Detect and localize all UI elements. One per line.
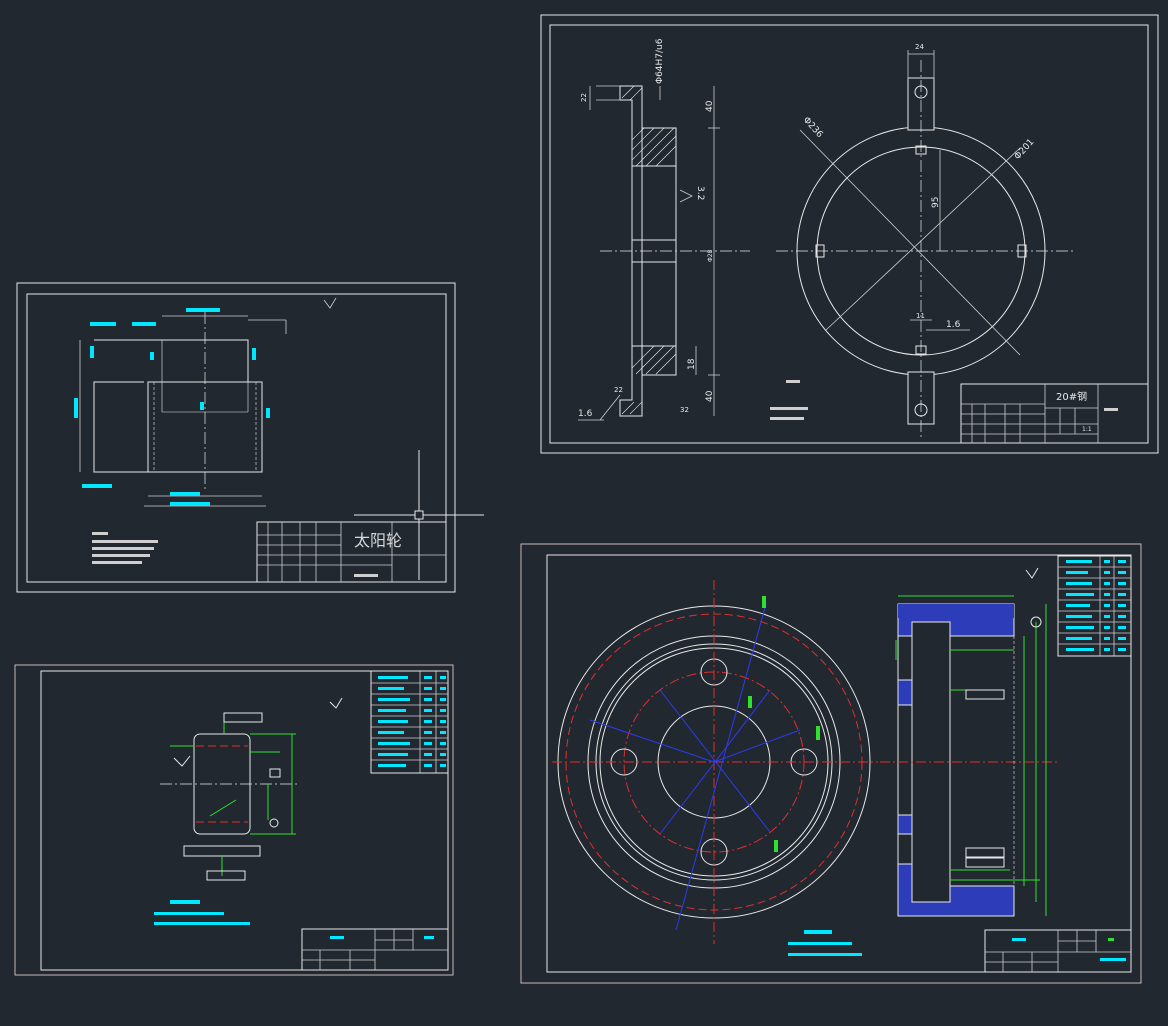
part-outline — [160, 718, 300, 876]
gear-parameter-table — [370, 670, 449, 774]
tech-notes — [92, 532, 158, 564]
tech-notes — [154, 900, 250, 925]
dim-d236: Φ236 — [801, 115, 825, 140]
section-view — [578, 85, 750, 421]
title-block-bottom-left — [301, 928, 449, 971]
dim-d28: Φ28 — [707, 249, 714, 262]
roughness-1-6-right: 1.6 — [946, 320, 961, 330]
dim-h40-top: 40 — [705, 100, 715, 112]
dim-bore: Φ64H7/u6 — [655, 38, 665, 84]
roughness-1-6-left: 1.6 — [578, 409, 593, 419]
drawing-bottom-left — [14, 664, 454, 976]
title-block-ratio: 1:1 — [1082, 426, 1092, 433]
green-labels — [748, 596, 820, 852]
dim-h40-bottom: 40 — [705, 390, 715, 402]
sheet-border — [16, 282, 456, 593]
disc-parameter-table — [1057, 555, 1132, 657]
drawing-frame — [549, 24, 1149, 444]
drawing-frame — [546, 554, 1132, 973]
dim-h22-bottom: 22 — [614, 386, 623, 394]
tech-notes — [788, 930, 862, 956]
dim-h18: 18 — [687, 358, 697, 370]
dim-h32: 3.2 — [695, 186, 705, 200]
title-block-top-right — [960, 383, 1149, 444]
tech-notes — [770, 380, 808, 420]
cyan-labels — [74, 308, 270, 506]
drawing-frame — [40, 670, 449, 971]
dim-h32-bottom: 32 — [680, 406, 689, 414]
dim-d201: Φ201 — [1013, 137, 1037, 162]
disc-front-view — [552, 580, 878, 944]
dim-w11: 11 — [916, 312, 925, 320]
drawing-frame — [26, 293, 447, 583]
drawing-bottom-right — [520, 543, 1142, 984]
title-block-bottom-right — [984, 929, 1132, 973]
dim-w24: 24 — [915, 43, 924, 51]
title-block-name: 太阳轮 — [354, 531, 402, 550]
title-block-middle-left — [256, 521, 447, 583]
part-outline — [79, 312, 287, 507]
front-view — [776, 50, 1076, 440]
sheet-border — [540, 14, 1159, 454]
sheet-border — [520, 543, 1142, 984]
crosshair-cursor-icon — [354, 450, 484, 580]
drawing-top-right: Φ64H7/u6 40 40 18 3.2 Φ28 22 22 1.6 32 — [540, 14, 1159, 454]
dim-h95: 95 — [931, 197, 941, 208]
drawing-middle-left: 太阳轮 — [16, 282, 484, 593]
title-block-name: 20#钢 — [1056, 390, 1087, 403]
disc-section-view — [880, 595, 1060, 917]
tolerance-frames — [206, 712, 281, 881]
sheet-border — [14, 664, 454, 976]
dim-h22-left: 22 — [580, 93, 588, 102]
